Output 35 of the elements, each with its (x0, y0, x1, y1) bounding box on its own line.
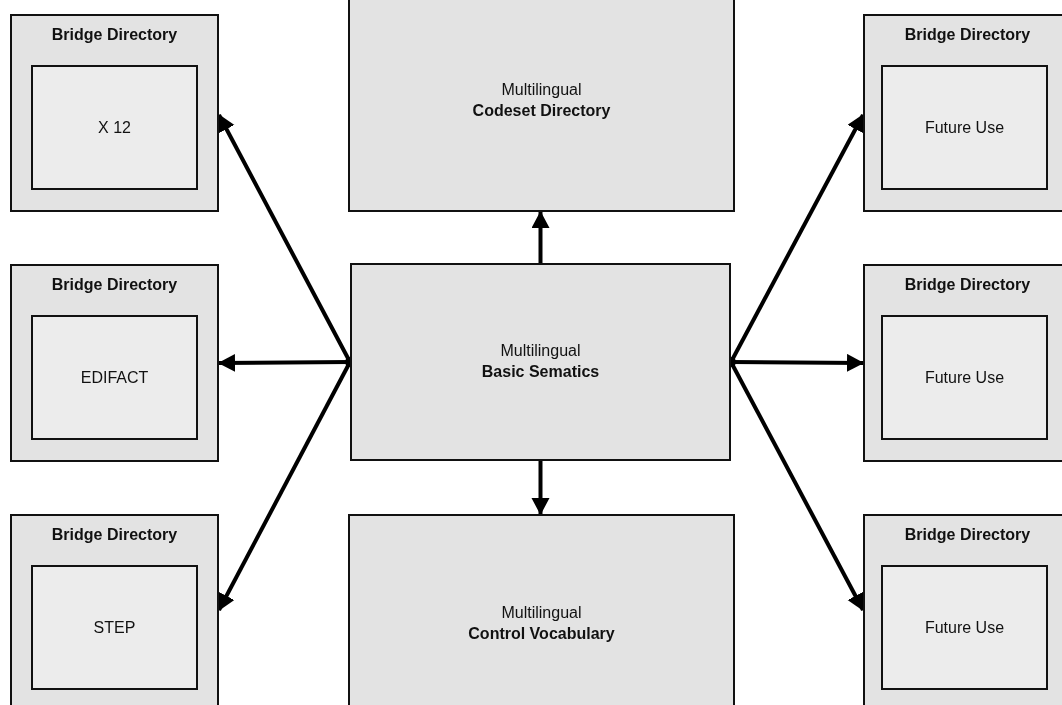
directory-box (31, 315, 198, 440)
panel-heading: Bridge Directory (50, 276, 179, 294)
box-label: EDIFACT (80, 368, 149, 387)
panel-heading: Bridge Directory (903, 26, 1032, 44)
panel-heading: Bridge Directory (903, 276, 1032, 294)
process-box (348, 0, 735, 212)
box-title: Codeset Directory (472, 101, 611, 121)
directory-box (881, 65, 1048, 190)
process-box (348, 514, 735, 705)
panel-heading: Bridge Directory (50, 26, 179, 44)
box-label: X 12 (98, 118, 131, 137)
arrow (531, 461, 550, 515)
box-label: Future Use (924, 368, 1005, 387)
directory-box (881, 565, 1048, 690)
directory-panel (10, 264, 219, 462)
directory-panel (863, 14, 1062, 212)
directory-panel (10, 14, 219, 212)
arrow (531, 211, 550, 263)
directory-panel (863, 514, 1062, 705)
box-label: STEP (93, 618, 136, 637)
box-subtitle: Multilingual (500, 341, 581, 362)
directory-box (31, 65, 198, 190)
box-label: Future Use (924, 618, 1005, 637)
directory-box (881, 315, 1048, 440)
panel-heading: Bridge Directory (50, 526, 179, 544)
directory-panel (863, 264, 1062, 462)
directory-box (31, 565, 198, 690)
box-subtitle: Multilingual (501, 603, 582, 624)
box-label: Future Use (924, 118, 1005, 137)
directory-panel (10, 514, 219, 705)
box-subtitle: Multilingual (501, 80, 582, 101)
panel-heading: Bridge Directory (903, 526, 1032, 544)
process-box (350, 263, 731, 461)
box-title: Control Vocabulary (468, 624, 615, 644)
box-title: Basic Sematics (481, 362, 600, 382)
